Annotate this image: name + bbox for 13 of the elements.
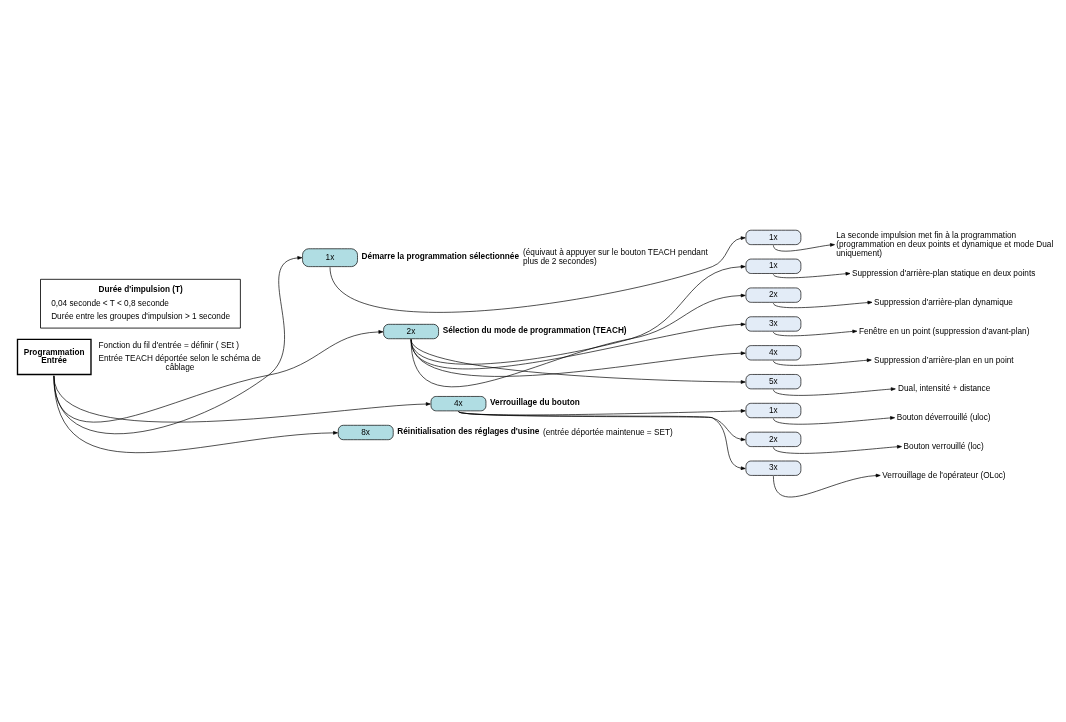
arrow	[53, 255, 303, 434]
arrow	[53, 329, 384, 422]
arrow	[410, 264, 746, 364]
arrow	[410, 338, 746, 384]
arrow	[773, 357, 872, 366]
arrow	[458, 410, 746, 470]
arrow	[53, 375, 338, 453]
arrow	[773, 473, 881, 497]
arrow	[410, 293, 746, 387]
arrow	[773, 242, 835, 251]
arrow	[410, 338, 746, 377]
arrow	[773, 329, 858, 336]
arrow	[329, 235, 746, 313]
